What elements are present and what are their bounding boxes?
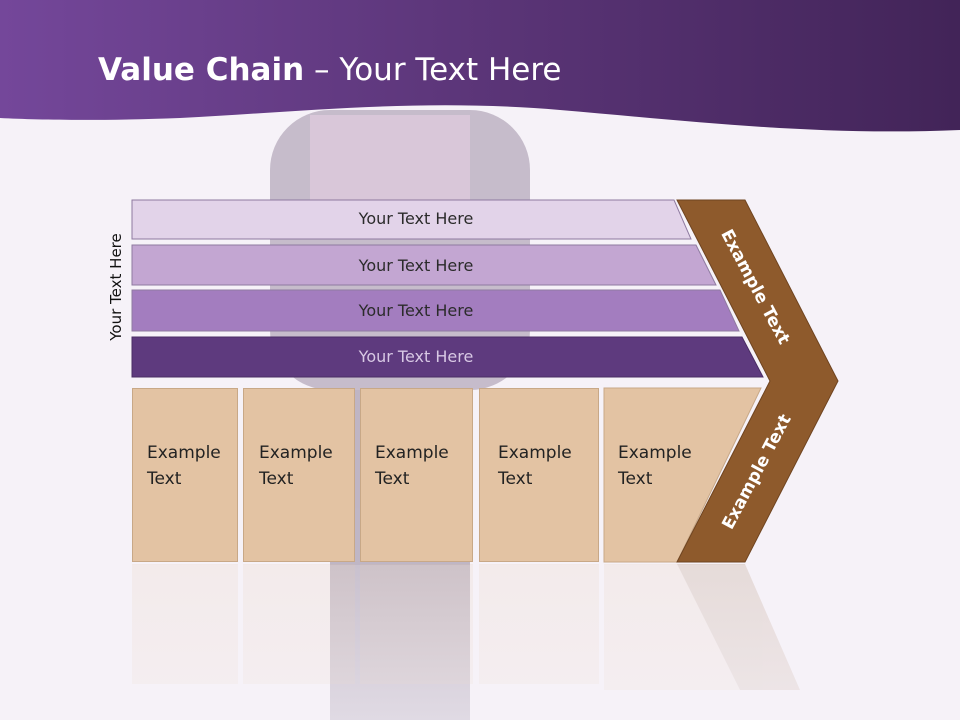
- header-banner: [0, 0, 960, 132]
- support-row-shape-3: [131, 289, 740, 332]
- cell-2-line-1: Example: [259, 443, 333, 463]
- support-row-label-4: Your Text Here: [358, 347, 474, 366]
- slide-title: Value Chain – Your Text Here: [98, 52, 561, 88]
- cell-1-line-2: Text: [147, 469, 182, 489]
- title-bold: Value Chain: [98, 52, 305, 88]
- primary-cell-3: [360, 388, 473, 562]
- cell-3-line-2: Text: [375, 469, 410, 489]
- support-row-label-1: Your Text Here: [358, 209, 474, 228]
- primary-cell-1: [132, 388, 238, 562]
- cell-5-line-1: Example: [618, 443, 692, 463]
- cell-5-line-2: Text: [618, 469, 653, 489]
- support-row-label-2: Your Text Here: [358, 256, 474, 275]
- cell-4-line-1: Example: [498, 443, 572, 463]
- title-rest: – Your Text Here: [304, 52, 562, 88]
- support-row-shape-4: [131, 336, 764, 378]
- primary-cell-2: [243, 388, 355, 562]
- support-row-label-3: Your Text Here: [358, 301, 474, 320]
- cell-1-line-1: Example: [147, 443, 221, 463]
- cell-2-line-2: Text: [259, 469, 294, 489]
- cell-4-line-2: Text: [498, 469, 533, 489]
- primary-cell-4: [479, 388, 599, 562]
- side-label: Your Text Here: [107, 233, 125, 341]
- support-row-shape-1: [131, 199, 692, 240]
- cell-3-line-1: Example: [375, 443, 449, 463]
- support-row-shape-2: [131, 244, 717, 286]
- margin-chevron: [676, 199, 839, 563]
